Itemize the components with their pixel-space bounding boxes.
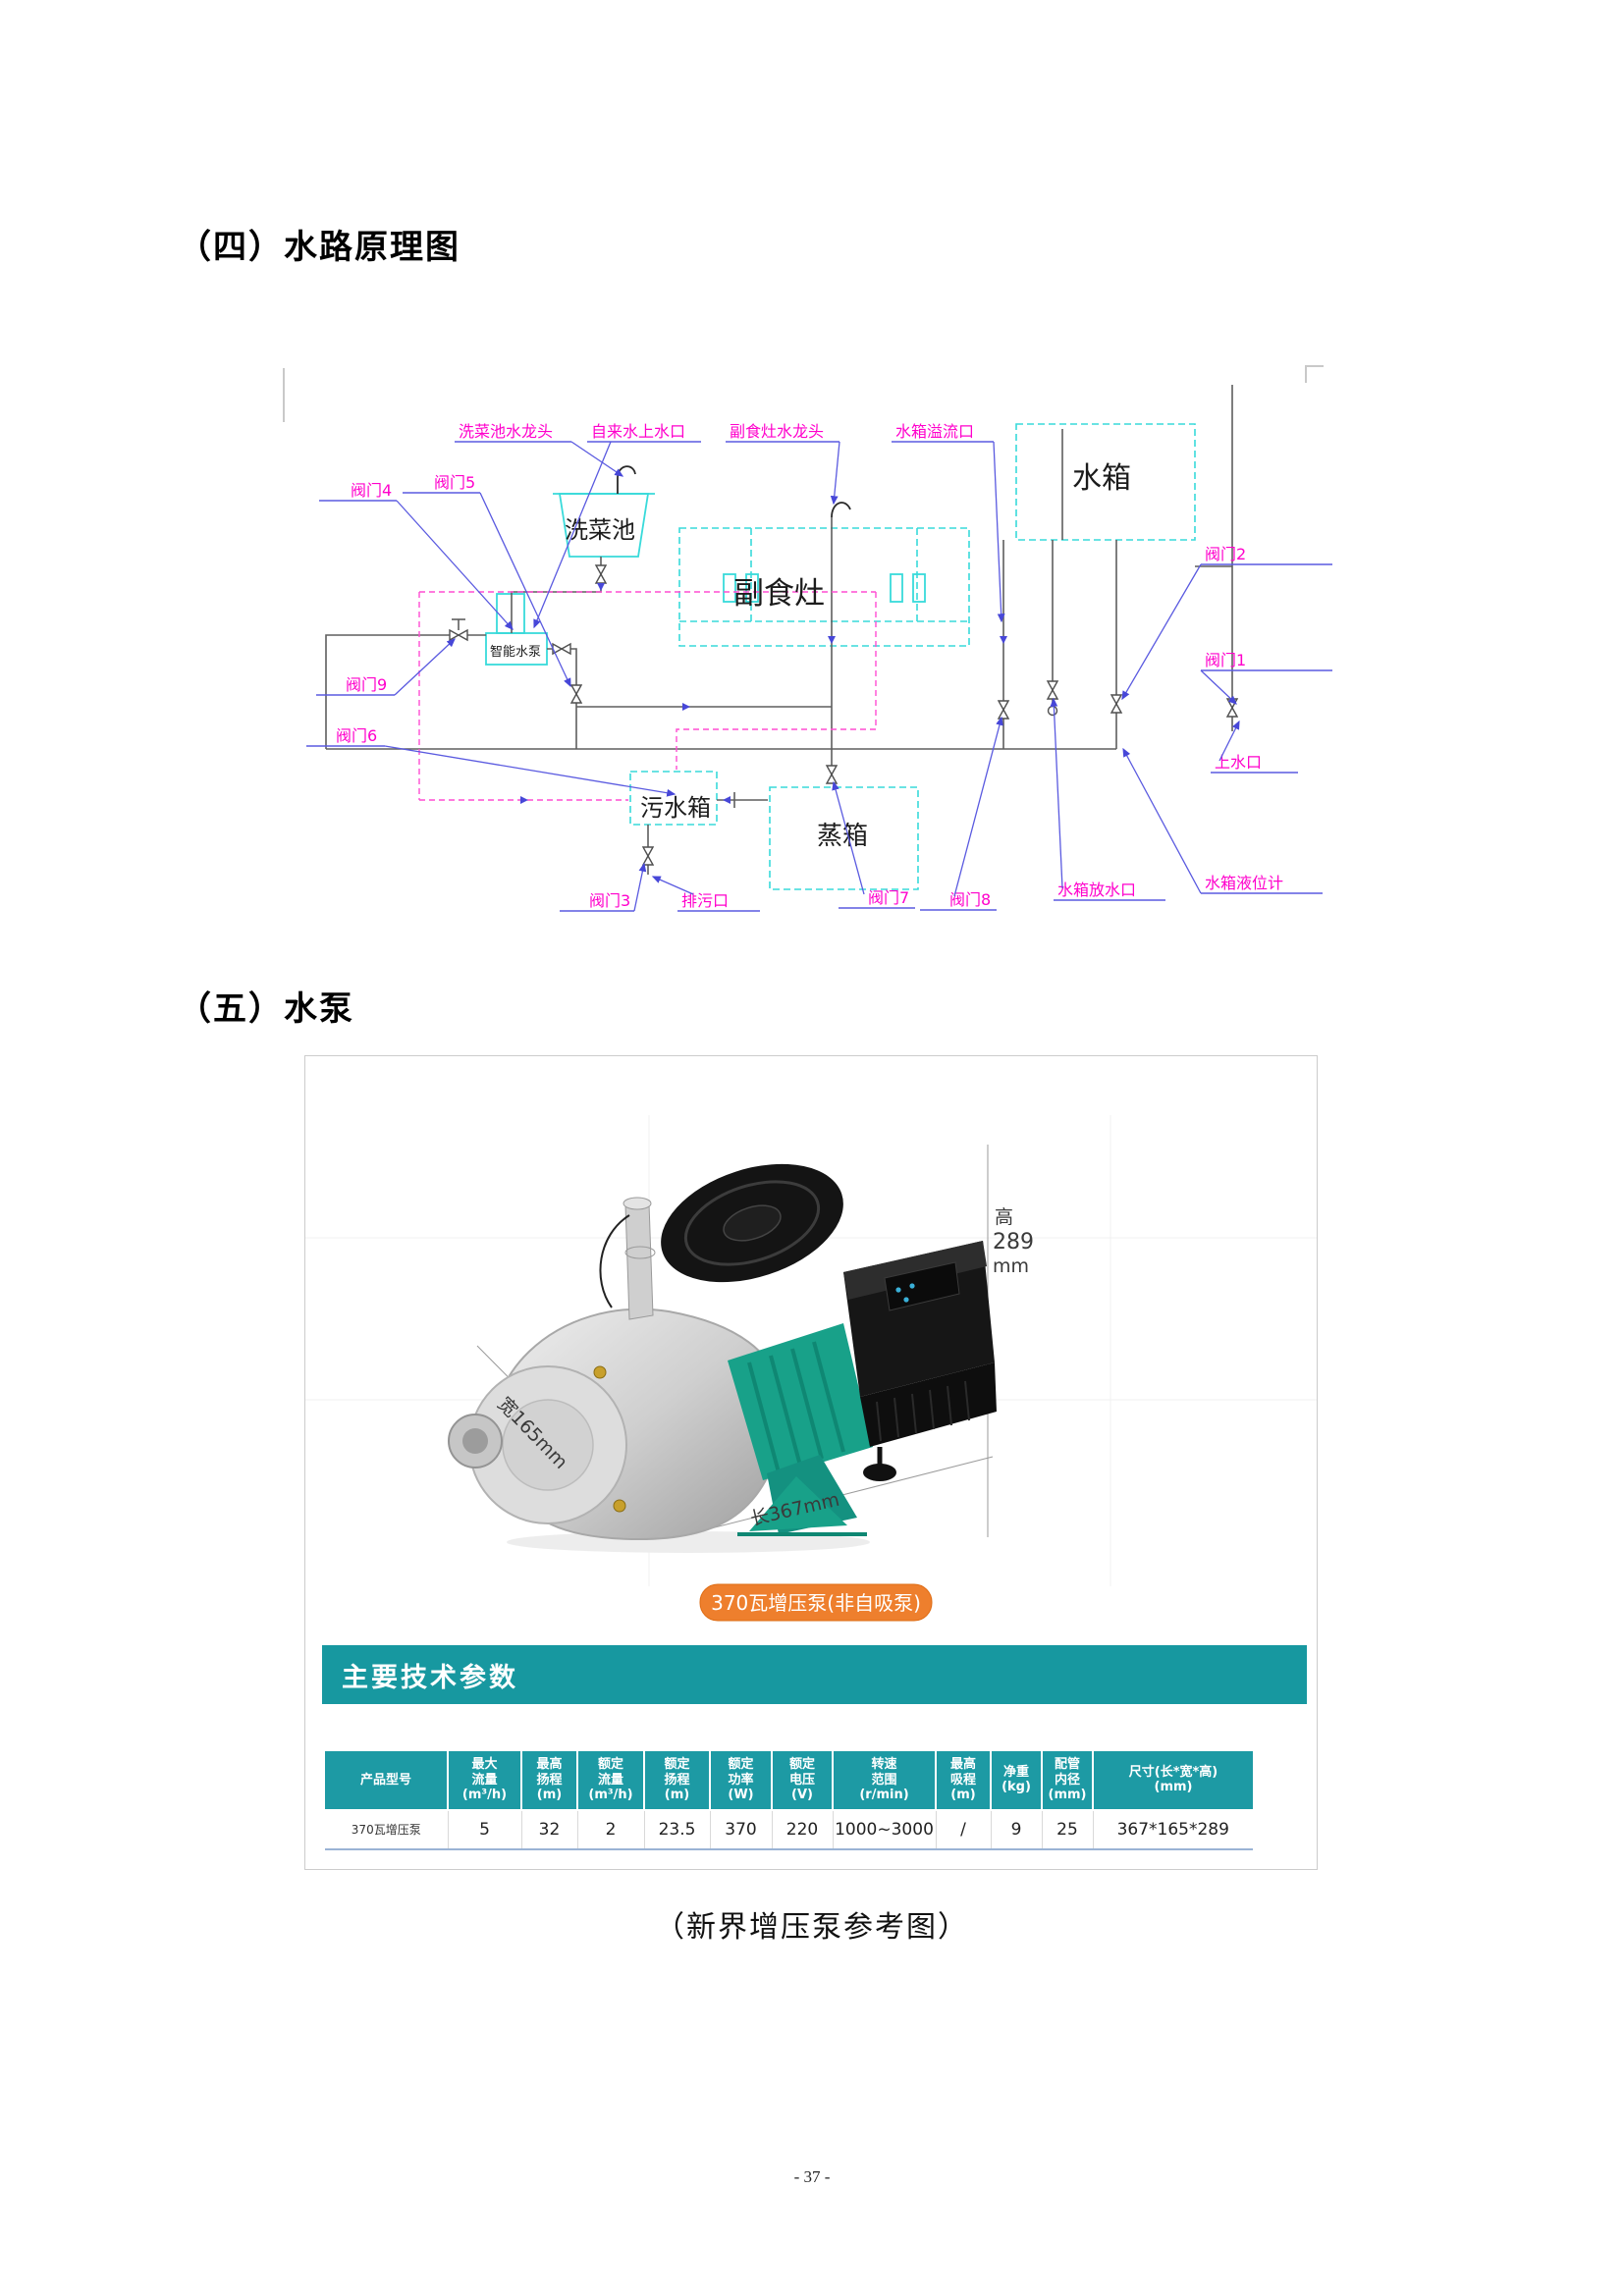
valve2-label: 阀门2	[1205, 545, 1246, 563]
drain-knob	[863, 1464, 896, 1481]
height-value: 289	[993, 1230, 1034, 1255]
col-max-suction: 最高 吸程 (m)	[935, 1751, 991, 1810]
cell-size: 367*165*289	[1092, 1808, 1253, 1850]
pump-cable	[599, 1214, 630, 1308]
cell-speed-range: 1000~3000	[832, 1808, 936, 1850]
callout-valve4: 阀门4	[319, 481, 514, 630]
col-size: 尺寸(长*宽*高) (mm)	[1092, 1751, 1253, 1810]
col-max-flow: 最大 流量 (m³/h)	[447, 1751, 521, 1810]
sewage-tank-box	[629, 771, 718, 826]
steam-box-label: 蒸箱	[817, 822, 868, 850]
callout-tank-drain: 水箱放水口	[1050, 697, 1165, 901]
col-pipe-diameter: 配管 内径 (mm)	[1041, 1751, 1093, 1810]
stove-label: 副食灶	[733, 576, 825, 611]
height-unit: mm	[993, 1255, 1029, 1277]
product-badge-text: 370瓦增压泵(非自吸泵)	[711, 1591, 921, 1615]
stove-faucet-shape	[831, 502, 851, 518]
water-circuit-diagram: 水箱 副食灶 洗菜池 智能水泵 污水箱 蒸箱 洗菜池水龙头 自来水上水口 副食灶…	[283, 365, 1332, 912]
sink-label: 洗菜池	[565, 517, 635, 544]
callout-valve5: 阀门5	[403, 473, 571, 688]
page-number: - 37 -	[793, 2167, 831, 2186]
stove-faucet-label: 副食灶水龙头	[730, 422, 824, 441]
valve7-label: 阀门7	[868, 888, 909, 907]
tech-params-banner: 主要技术参数	[322, 1645, 1307, 1704]
callout-valve9: 阀门9	[316, 638, 456, 696]
valve4-label: 阀门4	[351, 481, 392, 500]
valve3-label: 阀门3	[589, 891, 630, 910]
tech-params-table: 产品型号 最大 流量 (m³/h) 最高 扬程 (m) 额定 流量 (m³/h)…	[325, 1751, 1253, 1850]
tank-overflow-label: 水箱溢流口	[895, 422, 974, 441]
pump-motor	[728, 1323, 873, 1480]
corner-bracket	[1305, 365, 1324, 383]
controller-fins	[860, 1362, 997, 1447]
height-dim: 高 289 mm	[993, 1206, 1034, 1277]
tank-level-gauge-label: 水箱液位计	[1205, 874, 1283, 892]
cell-max-suction: /	[935, 1808, 991, 1850]
section4-heading: （四）水路原理图	[178, 230, 460, 266]
cell-rated-voltage: 220	[771, 1808, 833, 1850]
table-data-row: 370瓦增压泵 5 32 2 23.5 370 220 1000~3000 / …	[325, 1808, 1253, 1850]
callout-water-inlet: 上水口	[1211, 720, 1298, 774]
callout-tank-overflow: 水箱溢流口	[892, 422, 1005, 623]
callout-valve6: 阀门6	[306, 726, 677, 797]
col-rated-power: 额定 功率 (W)	[709, 1751, 772, 1810]
water-tank-label: 水箱	[1072, 462, 1131, 495]
smart-pump-label: 智能水泵	[490, 644, 541, 659]
callout-valve2: 阀门2	[1121, 545, 1332, 701]
cell-pipe-diameter: 25	[1041, 1808, 1093, 1850]
sink-faucet-label: 洗菜池水龙头	[459, 422, 553, 441]
callout-tap-water-inlet: 自来水上水口	[533, 422, 701, 629]
stove-box	[678, 527, 970, 647]
height-cn: 高	[995, 1206, 1013, 1228]
cell-rated-power: 370	[709, 1808, 772, 1850]
figure-caption: （新界增压泵参考图）	[655, 1911, 969, 1944]
pump-outlet-pipe	[624, 1202, 654, 1320]
callout-valve3: 阀门3	[560, 862, 647, 912]
section5-heading: （五）水泵	[178, 991, 354, 1028]
tank-drain-label: 水箱放水口	[1057, 881, 1136, 899]
pump-figure: 高 289 mm 宽165mm 长367mm 370瓦增压泵(非自吸泵)	[305, 1115, 1317, 1622]
brass-screw	[613, 1499, 626, 1513]
col-max-head: 最高 扬程 (m)	[520, 1751, 577, 1810]
cell-net-weight: 9	[990, 1808, 1042, 1850]
col-model: 产品型号	[325, 1751, 448, 1810]
callout-valve7: 阀门7	[832, 780, 915, 909]
valve1-label: 阀门1	[1205, 651, 1246, 669]
cell-rated-head: 23.5	[643, 1808, 710, 1850]
col-net-weight: 净重 (kg)	[990, 1751, 1042, 1810]
callout-sink-faucet: 洗菜池水龙头	[455, 422, 624, 477]
valve9-label: 阀门9	[346, 675, 387, 694]
pump-fan-cover	[661, 1163, 843, 1283]
cell-rated-flow: 2	[576, 1808, 644, 1850]
brass-screw	[593, 1365, 607, 1379]
callout-valve8: 阀门8	[920, 716, 1003, 911]
controller-display	[884, 1261, 960, 1311]
valve5-label: 阀门5	[434, 473, 475, 492]
cell-max-head: 32	[520, 1808, 577, 1850]
cell-max-flow: 5	[447, 1808, 521, 1850]
col-rated-flow: 额定 流量 (m³/h)	[576, 1751, 644, 1810]
col-rated-head: 额定 扬程 (m)	[643, 1751, 710, 1810]
tap-water-inlet-label: 自来水上水口	[591, 422, 685, 441]
col-rated-voltage: 额定 电压 (V)	[771, 1751, 833, 1810]
sewage-tank-label: 污水箱	[640, 795, 711, 822]
steam-box-box	[769, 786, 919, 890]
col-speed-range: 转速 范围 (r/min)	[832, 1751, 936, 1810]
water-tank-box	[1015, 423, 1196, 541]
cell-model: 370瓦增压泵	[325, 1808, 448, 1850]
valve8-label: 阀门8	[949, 890, 991, 909]
callout-stove-faucet: 副食灶水龙头	[726, 422, 840, 506]
table-header-row: 产品型号 最大 流量 (m³/h) 最高 扬程 (m) 额定 流量 (m³/h)…	[325, 1751, 1253, 1810]
sewage-outlet-label: 排污口	[681, 891, 729, 910]
callout-sewage-outlet: 排污口	[651, 876, 760, 912]
valve6-label: 阀门6	[336, 726, 377, 745]
sink-faucet-shape	[617, 465, 636, 494]
callout-tank-level-gauge: 水箱液位计	[1122, 747, 1323, 894]
tech-params-banner-text: 主要技术参数	[342, 1662, 518, 1693]
callout-valve1: 阀门1	[1200, 651, 1332, 705]
product-badge	[699, 1583, 933, 1622]
water-inlet-label: 上水口	[1215, 753, 1262, 772]
pump-product-card: 高 289 mm 宽165mm 长367mm 370瓦增压泵(非自吸泵) 主要技…	[304, 1055, 1318, 1870]
